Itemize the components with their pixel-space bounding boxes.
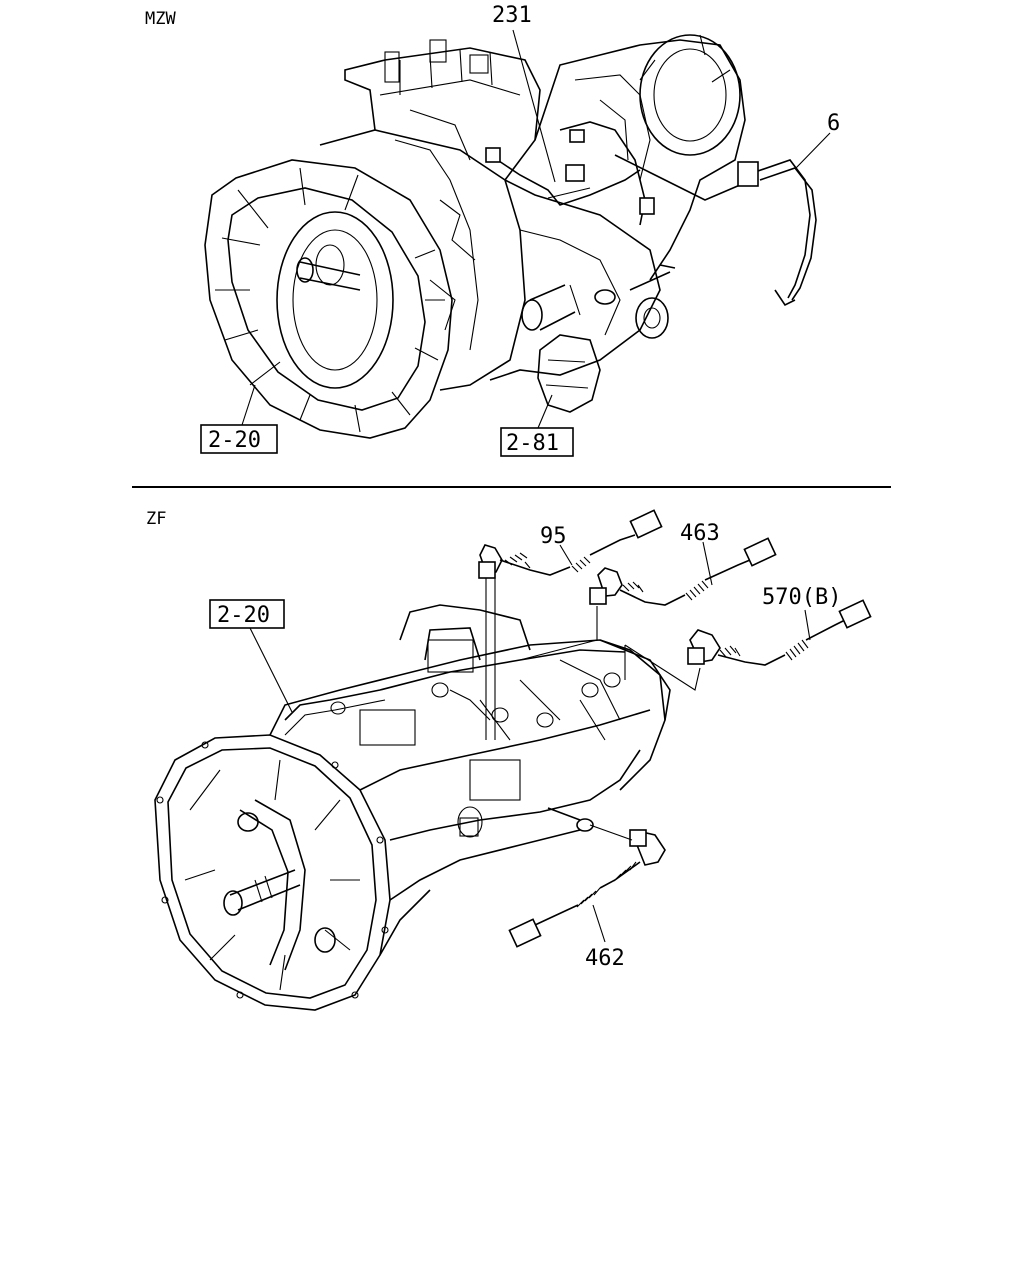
leader-6: [795, 132, 831, 169]
leader-463: [702, 541, 713, 586]
leader-462: [592, 904, 606, 943]
section-title-mzw: MZW: [145, 9, 176, 29]
leader-570b: [804, 609, 811, 641]
leader-2-81: [537, 394, 553, 429]
leader-2-20-top: [241, 384, 256, 426]
leader-231: [512, 29, 556, 183]
section-title-zf: ZF: [146, 509, 166, 529]
leader-95: [559, 544, 573, 566]
speed-sensor-95: [478, 509, 663, 740]
callout-box-2-20-top: [200, 424, 278, 454]
callout-462: 462: [585, 946, 625, 971]
callout-box-2-81: [500, 427, 574, 457]
callout-95: 95: [540, 524, 567, 549]
speed-sensor-6: [737, 159, 817, 307]
callout-6: 6: [827, 111, 840, 136]
zf-transmission: [154, 604, 671, 1011]
callout-2-20-top: 2-20: [208, 428, 261, 453]
speed-sensor-463: [519, 537, 777, 661]
mzw-transmission: [204, 34, 746, 439]
callout-box-2-20-bottom: [209, 599, 285, 629]
callout-2-20-bottom: 2-20: [217, 603, 270, 628]
leader-2-20-bottom: [249, 627, 293, 713]
callout-570b: 570(B): [762, 585, 841, 610]
speed-sensor-570b: [624, 599, 872, 691]
speed-sensor-462: [508, 824, 666, 948]
callout-2-81: 2-81: [506, 431, 559, 456]
callout-463: 463: [680, 521, 720, 546]
callout-231: 231: [492, 3, 532, 28]
